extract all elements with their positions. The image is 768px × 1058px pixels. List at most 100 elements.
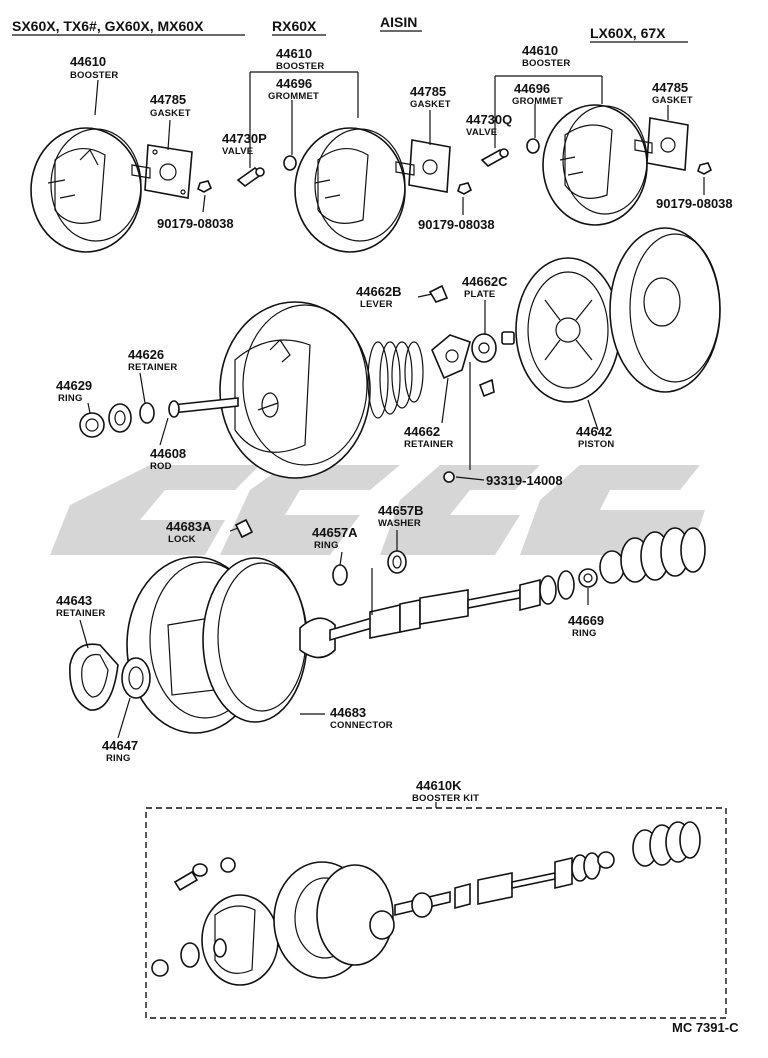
svg-text:VALVE: VALVE — [466, 127, 497, 138]
svg-text:44647: 44647 — [102, 738, 138, 753]
svg-text:44696: 44696 — [276, 76, 312, 91]
diaphragm-spring — [367, 341, 424, 419]
rod-seals — [79, 402, 155, 438]
svg-text:44785: 44785 — [652, 80, 688, 95]
svg-text:44610: 44610 — [70, 54, 106, 69]
callout-plate: 44662C PLATE — [462, 274, 508, 300]
group3-booster-assembly — [480, 104, 713, 226]
svg-text:WASHER: WASHER — [378, 518, 421, 529]
svg-text:BOOSTER: BOOSTER — [276, 61, 324, 72]
svg-text:GASKET: GASKET — [150, 108, 191, 119]
model-headers: SX60X, TX6#, GX60X, MX60X RX60X AISIN LX… — [12, 14, 688, 43]
callout-g3-grommet: 44696 GROMMET — [512, 81, 563, 107]
front-seals — [69, 643, 151, 711]
svg-text:44662B: 44662B — [356, 284, 402, 299]
svg-text:44626: 44626 — [128, 347, 164, 362]
callout-ring-629: 44629 RING — [56, 378, 92, 404]
svg-text:VALVE: VALVE — [222, 146, 253, 157]
callout-lock: 44683A LOCK — [166, 519, 212, 545]
callout-kit: 44610K BOOSTER KIT — [412, 778, 479, 804]
header-group3: AISIN — [380, 14, 417, 30]
svg-text:44696: 44696 — [514, 81, 550, 96]
group2-booster-assembly — [236, 127, 473, 253]
svg-text:RETAINER: RETAINER — [404, 439, 453, 450]
ring-669 — [578, 568, 598, 588]
plate-and-lever — [428, 284, 515, 398]
callout-g1-nut: 90179-08038 — [157, 216, 234, 231]
booster-kit-parts — [151, 821, 701, 986]
svg-text:44683A: 44683A — [166, 519, 212, 534]
svg-text:RETAINER: RETAINER — [56, 608, 105, 619]
svg-text:44669: 44669 — [568, 613, 604, 628]
svg-text:GASKET: GASKET — [652, 95, 693, 106]
svg-text:RING: RING — [314, 540, 339, 551]
rear-boot — [599, 527, 706, 584]
main-booster-housing — [219, 301, 371, 479]
rear-shell — [609, 227, 721, 393]
svg-text:GROMMET: GROMMET — [268, 91, 319, 102]
svg-text:RING: RING — [106, 753, 131, 764]
callout-g3-gasket: 44785 GASKET — [652, 80, 693, 106]
callout-retainer-626: 44626 RETAINER — [128, 347, 177, 373]
svg-text:PISTON: PISTON — [578, 439, 614, 450]
callout-g3-nut: 90179-08038 — [656, 196, 733, 211]
callout-g2-booster: 44610 BOOSTER — [276, 46, 324, 72]
callout-g3-valve: 44730Q VALVE — [466, 112, 512, 138]
svg-text:44643: 44643 — [56, 593, 92, 608]
callout-lever: 44662B LEVER — [356, 284, 402, 310]
svg-text:44610: 44610 — [276, 46, 312, 61]
header-group4: LX60X, 67X — [590, 25, 666, 41]
screw — [443, 471, 455, 483]
svg-text:RING: RING — [58, 393, 83, 404]
svg-text:44730Q: 44730Q — [466, 112, 512, 127]
callout-g1-gasket: 44785 GASKET — [150, 92, 191, 119]
svg-text:44785: 44785 — [410, 84, 446, 99]
callout-piston: 44642 PISTON — [576, 424, 614, 450]
callout-g2-grommet: 44696 GROMMET — [268, 76, 319, 102]
callout-ring-647: 44647 RING — [102, 738, 138, 764]
svg-text:44785: 44785 — [150, 92, 186, 107]
svg-text:CONNECTOR: CONNECTOR — [330, 720, 393, 731]
valve-body-and-rod — [299, 570, 575, 659]
svg-text:44610: 44610 — [522, 43, 558, 58]
callout-rod: 44608 ROD — [150, 446, 186, 472]
header-group1: SX60X, TX6#, GX60X, MX60X — [12, 18, 204, 34]
watermark — [50, 465, 705, 555]
svg-text:LEVER: LEVER — [360, 299, 393, 310]
svg-text:PLATE: PLATE — [464, 289, 495, 300]
reference-code: MC 7391-C — [672, 1020, 739, 1035]
header-group2: RX60X — [272, 18, 317, 34]
washer-and-ring — [332, 550, 407, 586]
svg-text:44657A: 44657A — [312, 525, 358, 540]
svg-text:44662: 44662 — [404, 424, 440, 439]
push-rod — [168, 397, 239, 418]
svg-text:RETAINER: RETAINER — [128, 362, 177, 373]
svg-text:44730P: 44730P — [222, 131, 267, 146]
svg-text:BOOSTER: BOOSTER — [522, 58, 570, 69]
callout-g3-booster: 44610 BOOSTER — [522, 43, 570, 69]
callout-ring-669: 44669 RING — [568, 613, 604, 639]
callout-connector: 44683 CONNECTOR — [330, 705, 393, 731]
svg-text:44657B: 44657B — [378, 503, 424, 518]
svg-text:BOOSTER KIT: BOOSTER KIT — [412, 793, 479, 804]
svg-text:44610K: 44610K — [416, 778, 462, 793]
callout-g2-valve: 44730P VALVE — [222, 131, 267, 157]
svg-text:RING: RING — [572, 628, 597, 639]
callout-screw: 93319-14008 — [486, 473, 563, 488]
svg-text:GROMMET: GROMMET — [512, 96, 563, 107]
callout-g2-nut: 90179-08038 — [418, 217, 495, 232]
callout-retainer-643: 44643 RETAINER — [56, 593, 105, 619]
callout-g2-gasket: 44785 GASKET — [410, 84, 451, 110]
svg-text:LOCK: LOCK — [168, 534, 196, 545]
svg-text:GASKET: GASKET — [410, 99, 451, 110]
svg-text:44662C: 44662C — [462, 274, 508, 289]
callout-ring-657a: 44657A RING — [312, 525, 358, 551]
callout-g1-booster: 44610 BOOSTER — [70, 54, 118, 81]
svg-text:BOOSTER: BOOSTER — [70, 70, 118, 81]
svg-text:44683: 44683 — [330, 705, 366, 720]
lock — [234, 518, 254, 539]
group1-booster-assembly — [30, 127, 213, 253]
svg-text:44608: 44608 — [150, 446, 186, 461]
callout-washer: 44657B WASHER — [378, 503, 424, 529]
